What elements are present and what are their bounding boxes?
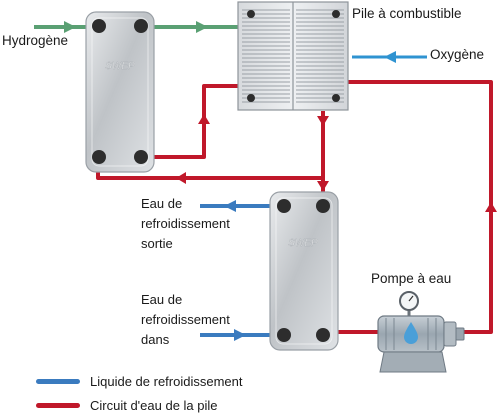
arrow-right-icon (64, 21, 76, 33)
heat-exchanger-top: SWEP (85, 11, 155, 173)
label-cooling-in: Eau de refroidissement dans (141, 290, 230, 350)
label-cooling-in-line3: dans (141, 332, 170, 347)
arrow-down-icon (317, 116, 329, 126)
water-pump (377, 291, 465, 373)
arrow-left-icon (176, 172, 186, 184)
label-cooling-out-line1: Eau de (141, 196, 183, 211)
label-hydrogen: Hydrogène (2, 33, 69, 48)
legend-item-stack-water: Circuit d'eau de la pile (36, 398, 218, 413)
stack-water-arrows (176, 114, 497, 212)
heat-exchanger-bottom: SWEP (269, 191, 339, 351)
arrow-up-icon (198, 114, 210, 124)
label-cooling-in-line1: Eau de (141, 292, 183, 307)
hx-brand-logo: SWEP (288, 238, 318, 249)
arrow-down-icon (317, 181, 329, 191)
label-oxygen: Oxygène (430, 47, 485, 62)
hx-brand-logo: SWEP (105, 61, 135, 72)
red-pipe-pump-to-stack (348, 80, 493, 334)
fuel-cell-stack (237, 1, 349, 111)
label-cooling-out-line3: sortie (141, 236, 173, 251)
red-pipe-hx1-to-stack (143, 84, 242, 159)
arrow-right-icon (196, 21, 208, 33)
water-drop-icon (404, 322, 418, 344)
arrow-left-icon (384, 51, 396, 63)
oxygen-line (352, 51, 427, 63)
arrow-up-icon (485, 202, 497, 212)
legend-swatch-coolant (36, 379, 80, 384)
label-cooling-in-line2: refroidissement (141, 312, 230, 327)
label-cooling-out-line2: refroidissement (141, 216, 230, 231)
arrow-right-icon (234, 329, 246, 341)
legend-label-coolant: Liquide de refroidissement (90, 374, 243, 389)
label-cooling-out: Eau de refroidissement sortie (141, 194, 230, 254)
legend-label-stack-water: Circuit d'eau de la pile (90, 398, 218, 413)
label-water-pump: Pompe à eau (371, 271, 452, 286)
legend-swatch-stack-water (36, 403, 80, 408)
arrow-left-icon (224, 200, 236, 212)
legend-item-coolant: Liquide de refroidissement (36, 374, 242, 389)
label-fuel-cell: Pile à combustible (352, 6, 462, 21)
